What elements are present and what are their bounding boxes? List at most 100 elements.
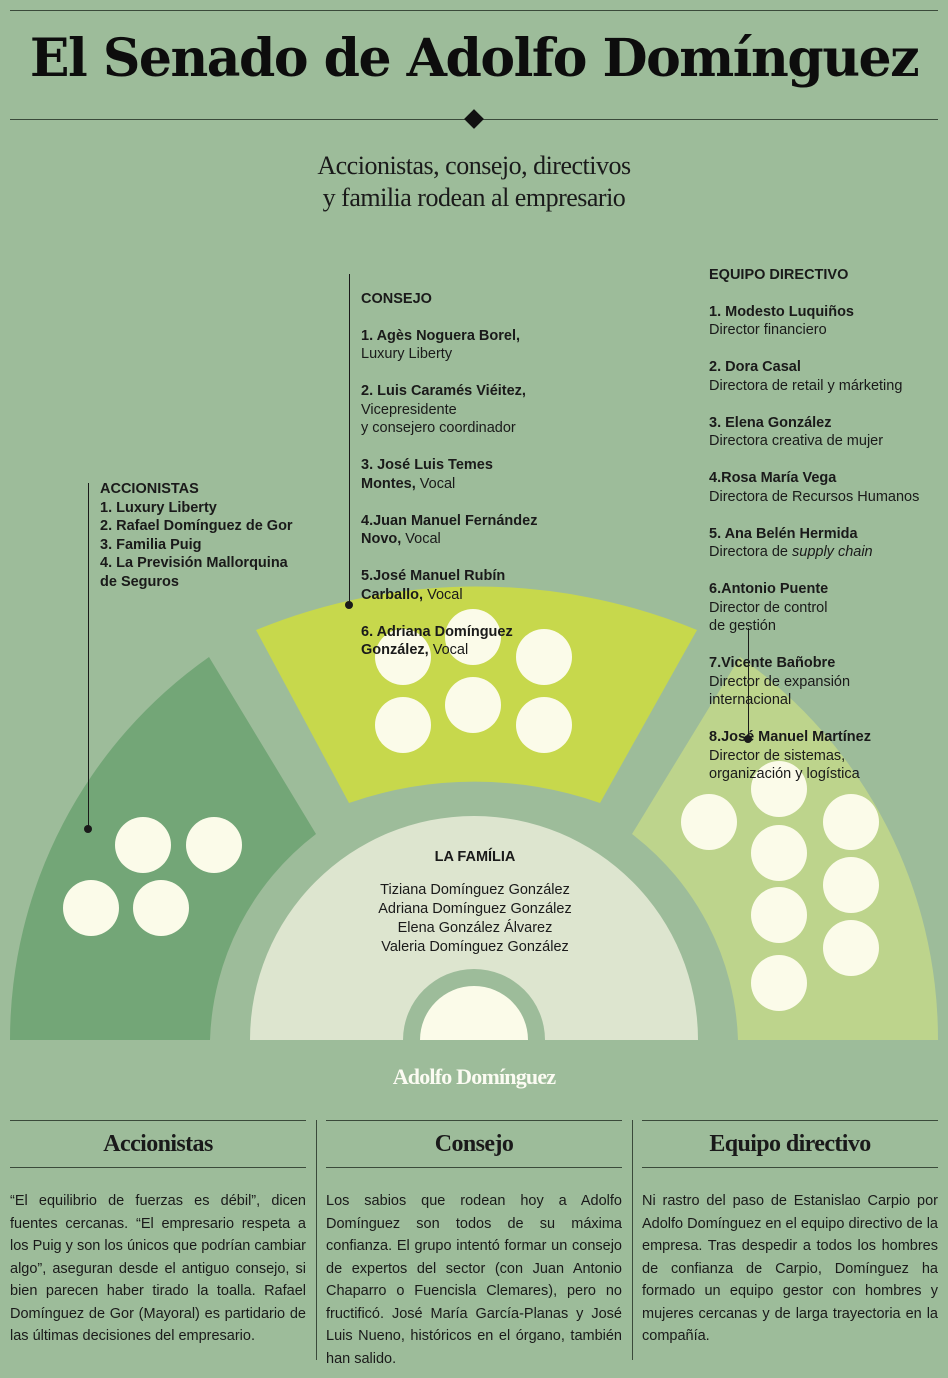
equipo-leader-dot [744, 735, 752, 743]
member-name: 5.José Manuel Rubín Carballo, [361, 568, 506, 603]
member-role: Director de control de gestión [709, 599, 828, 635]
seat [751, 825, 807, 881]
sector-familia [250, 816, 698, 1040]
seats-consejo [375, 609, 572, 753]
list-item: Adriana Domínguez González [378, 901, 572, 917]
equipo-heading: EQUIPO DIRECTIVO [709, 266, 849, 283]
seat [115, 817, 171, 873]
list-item: 6. Adriana Domínguez González, Vocal [361, 623, 571, 660]
seats-accionistas [63, 817, 242, 936]
member-name: 4.Rosa María Vega [709, 470, 837, 486]
brand-logo: Adolfo Domínguez [392, 1064, 556, 1089]
column-text: Los sabios que rodean hoy a Adolfo Domín… [326, 1193, 622, 1367]
column-rule [642, 1167, 938, 1168]
list-item: 1. Luxury Liberty [100, 499, 217, 516]
member-role-italic: supply chain [792, 544, 873, 560]
list-item: 2. Luis Caramés Viéitez,Vicepresidente y… [361, 382, 571, 438]
member-role: Vocal [415, 475, 456, 492]
page-title: El Senado de Adolfo Domínguez [29, 28, 920, 89]
list-item: Elena González Álvarez [397, 920, 553, 936]
list-item: 3. Familia Puig [100, 536, 202, 553]
seat [445, 609, 501, 665]
accionistas-heading: ACCIONISTAS [100, 481, 199, 497]
column-accionistas: Accionistas “El equilibrio de fuerzas es… [10, 1120, 306, 1348]
column-text: “El equilibrio de fuerzas es débil”, dic… [10, 1193, 306, 1344]
column-rule [10, 1167, 306, 1168]
seat [516, 629, 572, 685]
column-title: Accionistas [103, 1131, 213, 1157]
consejo-leader-line [349, 274, 350, 604]
list-item: 1. Agès Noguera Borel, Luxury Liberty [361, 327, 571, 364]
column-text: Ni rastro del paso de Estanislao Carpio … [642, 1193, 938, 1344]
list-item: 4. La Previsión Mallorquina [100, 555, 288, 571]
member-role: Director de sistemas, organización y log… [709, 747, 860, 783]
consejo-list: CONSEJO 1. Agès Noguera Borel, Luxury Lib… [361, 271, 571, 678]
column-rule [326, 1120, 622, 1121]
column-title: Equipo directivo [709, 1131, 871, 1157]
seat [186, 817, 242, 873]
subtitle-line: Accionistas, consejo, directivos [317, 151, 631, 180]
column-equipo: Equipo directivo Ni rastro del paso de E… [642, 1120, 938, 1348]
member-name: 7.Vicente Bañobre [709, 655, 836, 671]
member-name: 6.Antonio Puente [709, 581, 829, 597]
seat [751, 955, 807, 1011]
member-name: 3. Elena González [709, 414, 832, 431]
list-item: 2. Rafael Domínguez de Gor [100, 518, 293, 534]
member-role: Luxury Liberty [361, 346, 453, 362]
member-role: Directora de [709, 544, 793, 560]
member-role: Directora de Recursos Humanos [709, 488, 920, 505]
rostrum [420, 986, 528, 1040]
column-divider [632, 1120, 633, 1360]
consejo-heading: CONSEJO [361, 290, 432, 307]
member-name: 2. Luis Caramés Viéitez, [361, 383, 526, 399]
subtitle-line: y familia rodean al empresario [322, 183, 626, 212]
member-name: 1. Agès Noguera Borel, [361, 327, 521, 344]
column-consejo: Consejo Los sabios que rodean hoy a Adol… [326, 1120, 622, 1370]
column-divider [316, 1120, 317, 1360]
list-item: Tiziana Domínguez González [380, 882, 570, 898]
member-role: Directora creativa de mujer [709, 433, 884, 449]
list-item: de Seguros [100, 573, 179, 590]
column-rule [326, 1167, 622, 1168]
seats-equipo [681, 761, 879, 1011]
seat [823, 857, 879, 913]
accionistas-leader-dot [84, 825, 92, 833]
member-name: 1. Modesto Luquiños [709, 303, 854, 320]
member-role: Director financiero [709, 322, 827, 338]
member-role: Vocal [423, 586, 463, 603]
seat [375, 629, 431, 685]
member-name: 5. Ana Belén Hermida [709, 525, 858, 542]
seat [63, 880, 119, 936]
member-role: Director de expansión internacional [709, 673, 851, 709]
familia-heading: LA FAMÍLIA [434, 849, 516, 865]
familia-block: LA FAMÍLIA Tiziana Domínguez González Ad… [330, 848, 620, 957]
seat [751, 887, 807, 943]
member-role: Vocal [428, 642, 469, 658]
member-name: 2. Dora Casal [709, 359, 801, 375]
seat [751, 761, 807, 817]
column-rule [642, 1120, 938, 1121]
accionistas-list: ACCIONISTAS 1. Luxury Liberty 2. Rafael … [100, 480, 320, 591]
seat [681, 794, 737, 850]
column-rule [10, 1120, 306, 1121]
column-title: Consejo [434, 1131, 514, 1157]
member-name: 8.José Manuel Martínez [709, 729, 871, 745]
member-name: 3. José Luis Temes Montes, [361, 457, 493, 492]
list-item: 4.Juan Manuel Fernández Novo, Vocal [361, 512, 571, 549]
list-item: 5.José Manuel Rubín Carballo, Vocal [361, 567, 571, 604]
member-role: Vocal [401, 531, 441, 547]
seat [133, 880, 189, 936]
list-item: Valeria Domínguez González [381, 939, 569, 955]
seat [823, 794, 879, 850]
seat [375, 697, 431, 753]
seat [516, 697, 572, 753]
equipo-leader-line [748, 628, 749, 738]
